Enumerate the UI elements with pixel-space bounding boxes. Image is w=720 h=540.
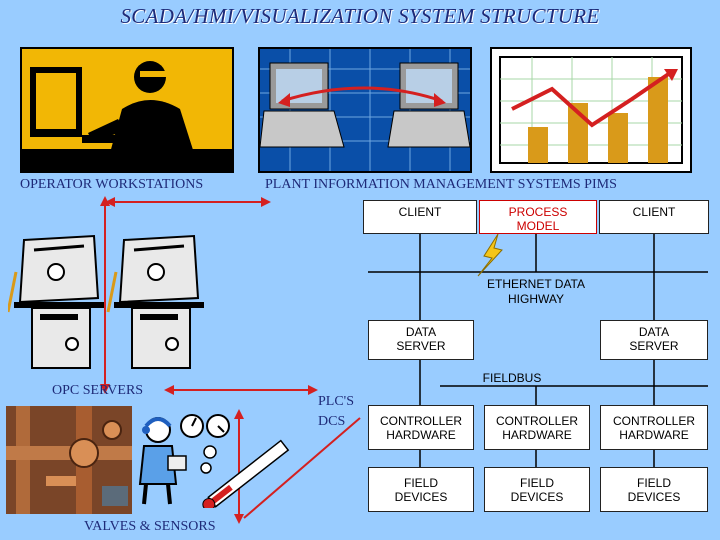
operator-workstation-picture <box>20 47 234 173</box>
server-cabinet-icon <box>8 234 204 369</box>
pipes-valves-icon <box>6 406 132 514</box>
bar-trend-chart-icon <box>499 56 683 164</box>
opc-servers-label: OPC SERVERS <box>52 383 144 398</box>
pims-label: PLANT INFORMATION MANAGEMENT SYSTEMS PIM… <box>265 177 617 192</box>
technician-gauges-picture <box>134 404 294 508</box>
valves-sensors-label: VALVES & SENSORS <box>84 519 216 534</box>
opc-server-picture <box>8 232 208 372</box>
page-title: SCADA/HMI/VISUALIZATION SYSTEM STRUCTURE <box>120 4 600 28</box>
operator-silhouette-icon <box>22 61 232 171</box>
networked-laptops-icon <box>260 49 470 171</box>
lightning-icon <box>477 233 503 277</box>
trend-chart-picture <box>490 47 692 173</box>
valves-sensors-picture <box>6 406 132 514</box>
client-box-right: CLIENT <box>599 200 709 234</box>
fieldbus-label: FIELDBUS <box>482 371 542 385</box>
pims-picture <box>258 47 472 173</box>
operator-workstations-label: OPERATOR WORKSTATIONS <box>20 177 204 192</box>
technician-icon <box>138 414 290 508</box>
client-box-left: CLIENT <box>363 200 477 234</box>
